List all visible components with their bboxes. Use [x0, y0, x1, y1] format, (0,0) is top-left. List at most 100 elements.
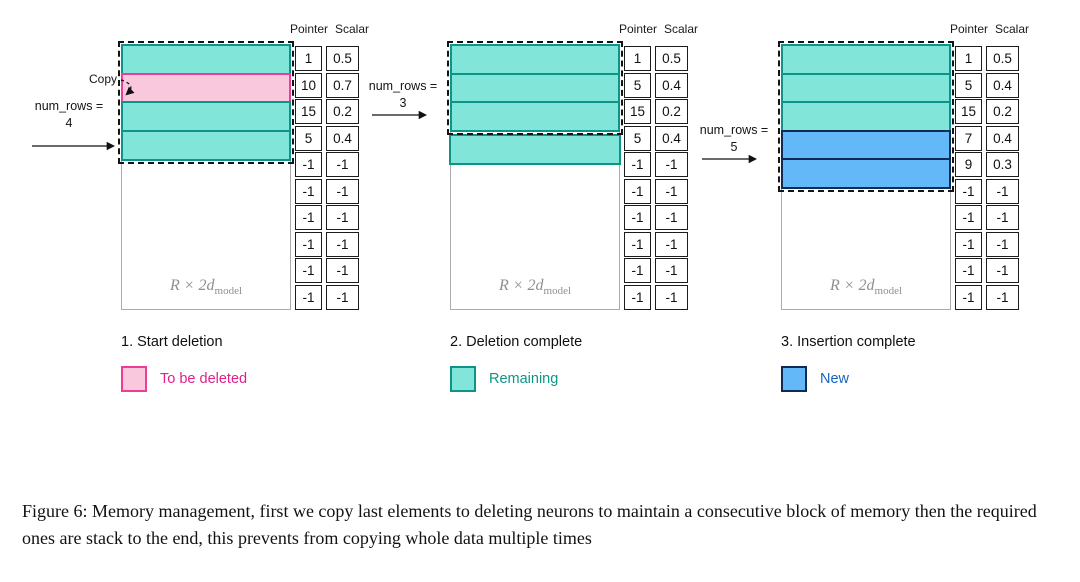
pointer-cell: 5 [624, 72, 651, 98]
scalar-cell: 0.2 [326, 99, 359, 124]
teal-memory-row [781, 101, 951, 132]
scalar-cell: -1 [655, 231, 688, 257]
scalar-cell: -1 [655, 152, 688, 177]
scalar-cell: 0.5 [655, 46, 688, 71]
scalar-column-header: Scalar [994, 22, 1029, 36]
pointer-column-header: Pointer [289, 22, 329, 36]
teal-memory-row [781, 44, 951, 75]
figure-caption: Figure 6: Memory management, first we co… [22, 501, 1037, 548]
pointer-cell: -1 [624, 152, 651, 177]
legend-swatch-pink [121, 366, 147, 392]
legend-to-be-deleted: To be deleted [121, 366, 247, 392]
matrix-dimension-subscript: model [874, 285, 903, 298]
scalar-cell: 0.5 [326, 46, 359, 71]
scalar-cell: 0.7 [326, 72, 359, 98]
teal-memory-row [121, 101, 291, 132]
num-rows-annotation: num_rows = 4 [23, 98, 115, 132]
pointer-cell: 5 [295, 125, 322, 151]
active-memory-region [447, 41, 623, 135]
pointer-cell: 5 [955, 72, 982, 98]
scalar-cell: 0.4 [655, 72, 688, 98]
pointer-cell: 15 [624, 99, 651, 124]
pointer-cell: -1 [295, 284, 322, 310]
pointer-cell: -1 [624, 231, 651, 257]
step-caption: 2. Deletion complete [450, 334, 583, 350]
step-caption: 3. Insertion complete [781, 334, 916, 350]
scalar-cell: -1 [326, 152, 359, 177]
stale-memory-row-container [449, 134, 621, 165]
matrix-dimension-main: R × 2d [498, 277, 544, 294]
num-rows-prefix: num_rows = [368, 79, 438, 93]
matrix-dimension-label: R × 2dmodel [782, 277, 950, 297]
active-memory-region [118, 41, 294, 164]
pointer-cell: -1 [955, 231, 982, 257]
scalar-cell: -1 [986, 205, 1019, 230]
scalar-cell: 0.2 [655, 99, 688, 124]
pointer-cell: -1 [955, 284, 982, 310]
pointer-cell: 1 [624, 46, 651, 71]
num-rows-prefix: num_rows = [699, 123, 769, 137]
pointer-cell: -1 [624, 284, 651, 310]
scalar-cell: -1 [326, 178, 359, 204]
pointer-cell: -1 [295, 258, 322, 283]
pointer-cell: 9 [955, 152, 982, 177]
copy-annotation: Copy [89, 72, 118, 86]
scalar-cell: -1 [655, 284, 688, 310]
teal-memory-row [449, 134, 621, 165]
matrix-dimension-label: R × 2dmodel [122, 277, 290, 297]
legend-label: To be deleted [160, 371, 248, 387]
scalar-cell: 0.4 [655, 125, 688, 151]
step-caption: 1. Start deletion [121, 334, 223, 350]
scalar-cell: -1 [655, 205, 688, 230]
legend-label: Remaining [489, 371, 559, 387]
scalar-cell: -1 [655, 178, 688, 204]
legend-label: New [820, 371, 850, 387]
pointer-cell: 15 [955, 99, 982, 124]
scalar-cell: 0.3 [986, 152, 1019, 177]
pointer-cell: -1 [624, 258, 651, 283]
scalar-cell: -1 [326, 231, 359, 257]
blue-memory-row [781, 129, 951, 161]
legend-swatch-teal [450, 366, 476, 392]
pointer-cell: -1 [624, 178, 651, 204]
scalar-cell: -1 [986, 231, 1019, 257]
scalar-cell: -1 [986, 284, 1019, 310]
teal-memory-row [450, 44, 620, 75]
pointer-cell: -1 [295, 152, 322, 177]
scalar-cell: -1 [655, 258, 688, 283]
legend-new: New [781, 366, 849, 392]
pointer-cell: -1 [624, 205, 651, 230]
pointer-cell: -1 [955, 258, 982, 283]
scalar-column-header: Scalar [334, 22, 369, 36]
scalar-cell: -1 [986, 258, 1019, 283]
pointer-cell: 1 [295, 46, 322, 71]
pink-memory-row [121, 72, 291, 104]
pointer-column-header: Pointer [949, 22, 989, 36]
pointer-cell: 5 [624, 125, 651, 151]
blue-memory-row [781, 158, 951, 189]
scalar-cell: -1 [326, 258, 359, 283]
num-rows-value: 3 [399, 95, 407, 110]
pointer-cell: 1 [955, 46, 982, 71]
scalar-cell: -1 [326, 205, 359, 230]
active-memory-region [778, 41, 954, 192]
num-rows-annotation: num_rows = 5 [695, 122, 773, 156]
scalar-cell: 0.2 [986, 99, 1019, 124]
matrix-dimension-main: R × 2d [169, 277, 215, 294]
pointer-cell: 7 [955, 125, 982, 151]
scalar-cell: 0.5 [986, 46, 1019, 71]
scalar-cell: 0.4 [326, 125, 359, 151]
legend-remaining: Remaining [450, 366, 558, 392]
matrix-dimension-label: R × 2dmodel [451, 277, 619, 297]
pointer-cell: -1 [955, 178, 982, 204]
num-rows-annotation: num_rows = 3 [364, 78, 442, 112]
num-rows-prefix: num_rows = [34, 99, 104, 113]
pointer-cell: 15 [295, 99, 322, 124]
matrix-dimension-subscript: model [214, 285, 243, 298]
pointer-cell: -1 [295, 178, 322, 204]
